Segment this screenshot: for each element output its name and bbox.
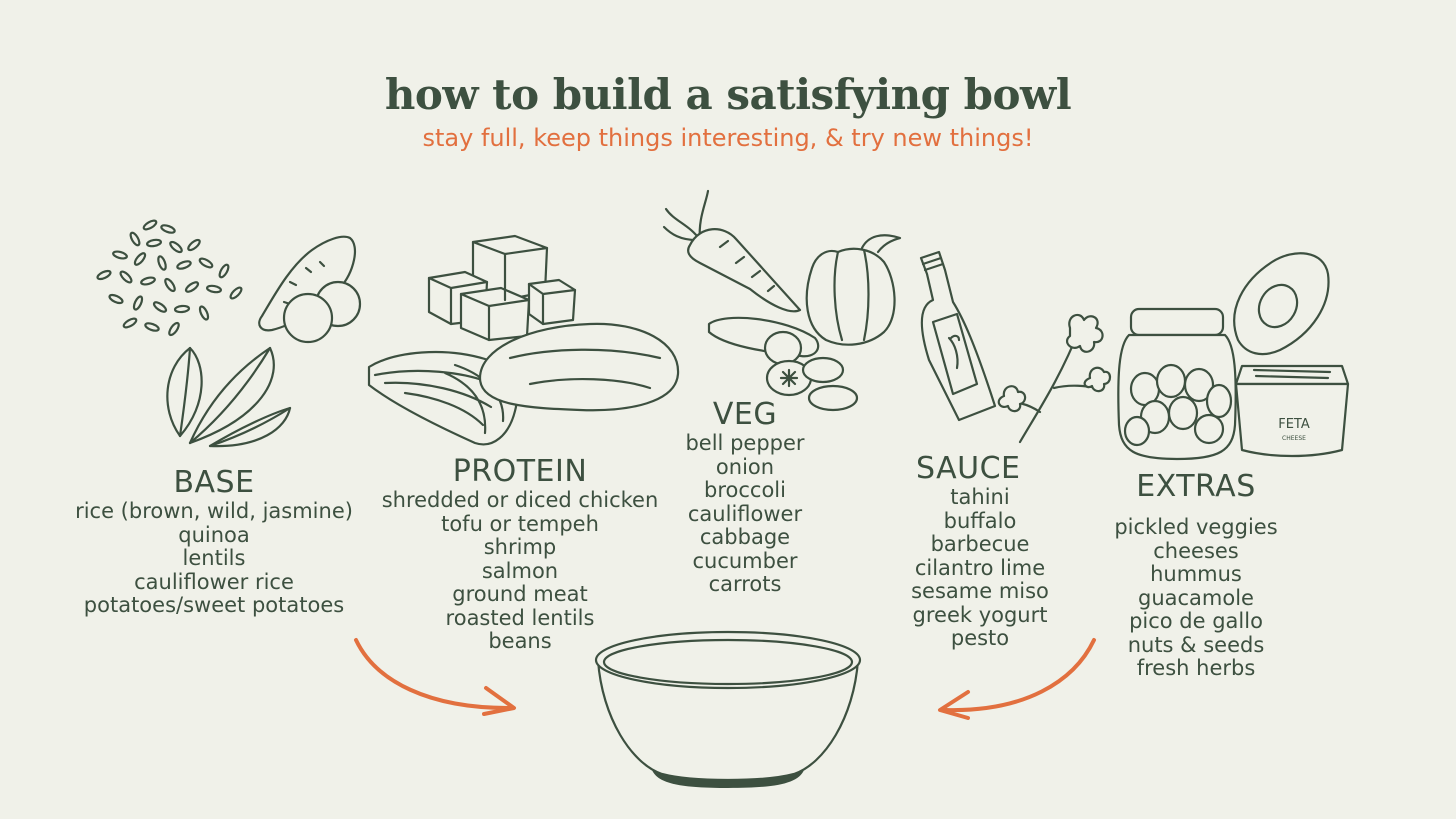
- cucumber-icon: [707, 316, 859, 412]
- sweet-potato-icon: [258, 235, 362, 344]
- list-item: broccoli: [704, 478, 786, 502]
- sauce-section: SAUCE tahini buffalo barbecue cilantro l…: [880, 452, 1080, 651]
- list-item: shredded or diced chicken: [381, 488, 659, 512]
- tofu-icon: [427, 234, 577, 342]
- list-item: roasted lentils: [445, 605, 595, 630]
- list-item: carrots: [708, 572, 782, 596]
- list-item: cilantro lime: [914, 555, 1046, 580]
- feta-container-icon: FETA CHEESE: [1234, 364, 1350, 458]
- page-title: how to build a satisfying bowl: [384, 70, 1072, 119]
- list-item: sesame miso: [911, 579, 1049, 603]
- list-item: nuts & seeds: [1127, 632, 1265, 657]
- veg-list: bell pepper onion broccoli cauliflower c…: [645, 431, 845, 597]
- hot-sauce-bottle-icon: [919, 250, 997, 422]
- protein-heading: PROTEIN: [452, 454, 588, 489]
- base-section: BASE rice (brown, wild, jasmine) quinoa …: [64, 466, 364, 618]
- list-item: greek yogurt: [912, 602, 1048, 627]
- list-item: guacamole: [1138, 585, 1254, 610]
- rice-icon: [96, 219, 243, 337]
- list-item: quinoa: [178, 522, 250, 547]
- spinach-icon: [166, 346, 292, 448]
- list-item: beans: [488, 629, 552, 653]
- protein-list: shredded or diced chicken tofu or tempeh…: [370, 488, 670, 654]
- list-item: cheeses: [1153, 538, 1239, 563]
- list-item: cucumber: [692, 548, 798, 573]
- base-heading: BASE: [173, 465, 255, 500]
- list-item: potatoes/sweet potatoes: [83, 593, 345, 617]
- page-subtitle: stay full, keep things interesting, & tr…: [422, 124, 1034, 152]
- list-item: tahini: [950, 485, 1010, 509]
- list-item: lentils: [182, 546, 246, 570]
- list-item: buffalo: [943, 508, 1017, 533]
- carrot-icon: [662, 189, 802, 313]
- list-item: rice (brown, wild, jasmine): [75, 499, 353, 523]
- veg-heading: VEG: [712, 397, 778, 432]
- feta-label: FETA: [1278, 417, 1310, 432]
- list-item: cauliflower rice: [134, 569, 294, 594]
- list-item: shrimp: [483, 535, 557, 559]
- pickle-jar-icon: [1117, 307, 1237, 461]
- sauce-list: tahini buffalo barbecue cilantro lime se…: [880, 485, 1080, 651]
- avocado-icon: [1233, 252, 1330, 356]
- list-item: barbecue: [930, 532, 1030, 556]
- list-item: cauliflower: [687, 501, 803, 526]
- sauce-heading: SAUCE: [916, 451, 1021, 486]
- bell-pepper-icon: [805, 234, 902, 346]
- arrow-icon: [938, 638, 1096, 720]
- list-item: hummus: [1150, 562, 1242, 586]
- list-item: ground meat: [452, 582, 588, 606]
- extras-section: EXTRAS pickled veggies cheeses hummus gu…: [1096, 470, 1296, 681]
- arrow-icon: [354, 638, 516, 716]
- base-list: rice (brown, wild, jasmine) quinoa lenti…: [64, 499, 364, 618]
- list-item: onion: [715, 454, 775, 479]
- bowl-icon: [594, 630, 862, 788]
- veg-section: VEG bell pepper onion broccoli cauliflow…: [645, 398, 845, 597]
- extras-list: pickled veggies cheeses hummus guacamole…: [1096, 515, 1296, 681]
- list-item: pickled veggies: [1114, 515, 1278, 539]
- list-item: pesto: [950, 626, 1010, 650]
- extras-heading: EXTRAS: [1136, 469, 1256, 504]
- list-item: tofu or tempeh: [441, 511, 599, 536]
- list-item: cabbage: [699, 525, 791, 549]
- list-item: salmon: [481, 558, 559, 583]
- cilantro-icon: [997, 313, 1112, 444]
- list-item: pico de gallo: [1129, 609, 1263, 633]
- protein-section: PROTEIN shredded or diced chicken tofu o…: [370, 455, 670, 654]
- list-item: fresh herbs: [1136, 656, 1256, 680]
- list-item: bell pepper: [685, 431, 805, 455]
- feta-sublabel: CHEESE: [1282, 435, 1306, 442]
- chicken-icon: [478, 322, 680, 412]
